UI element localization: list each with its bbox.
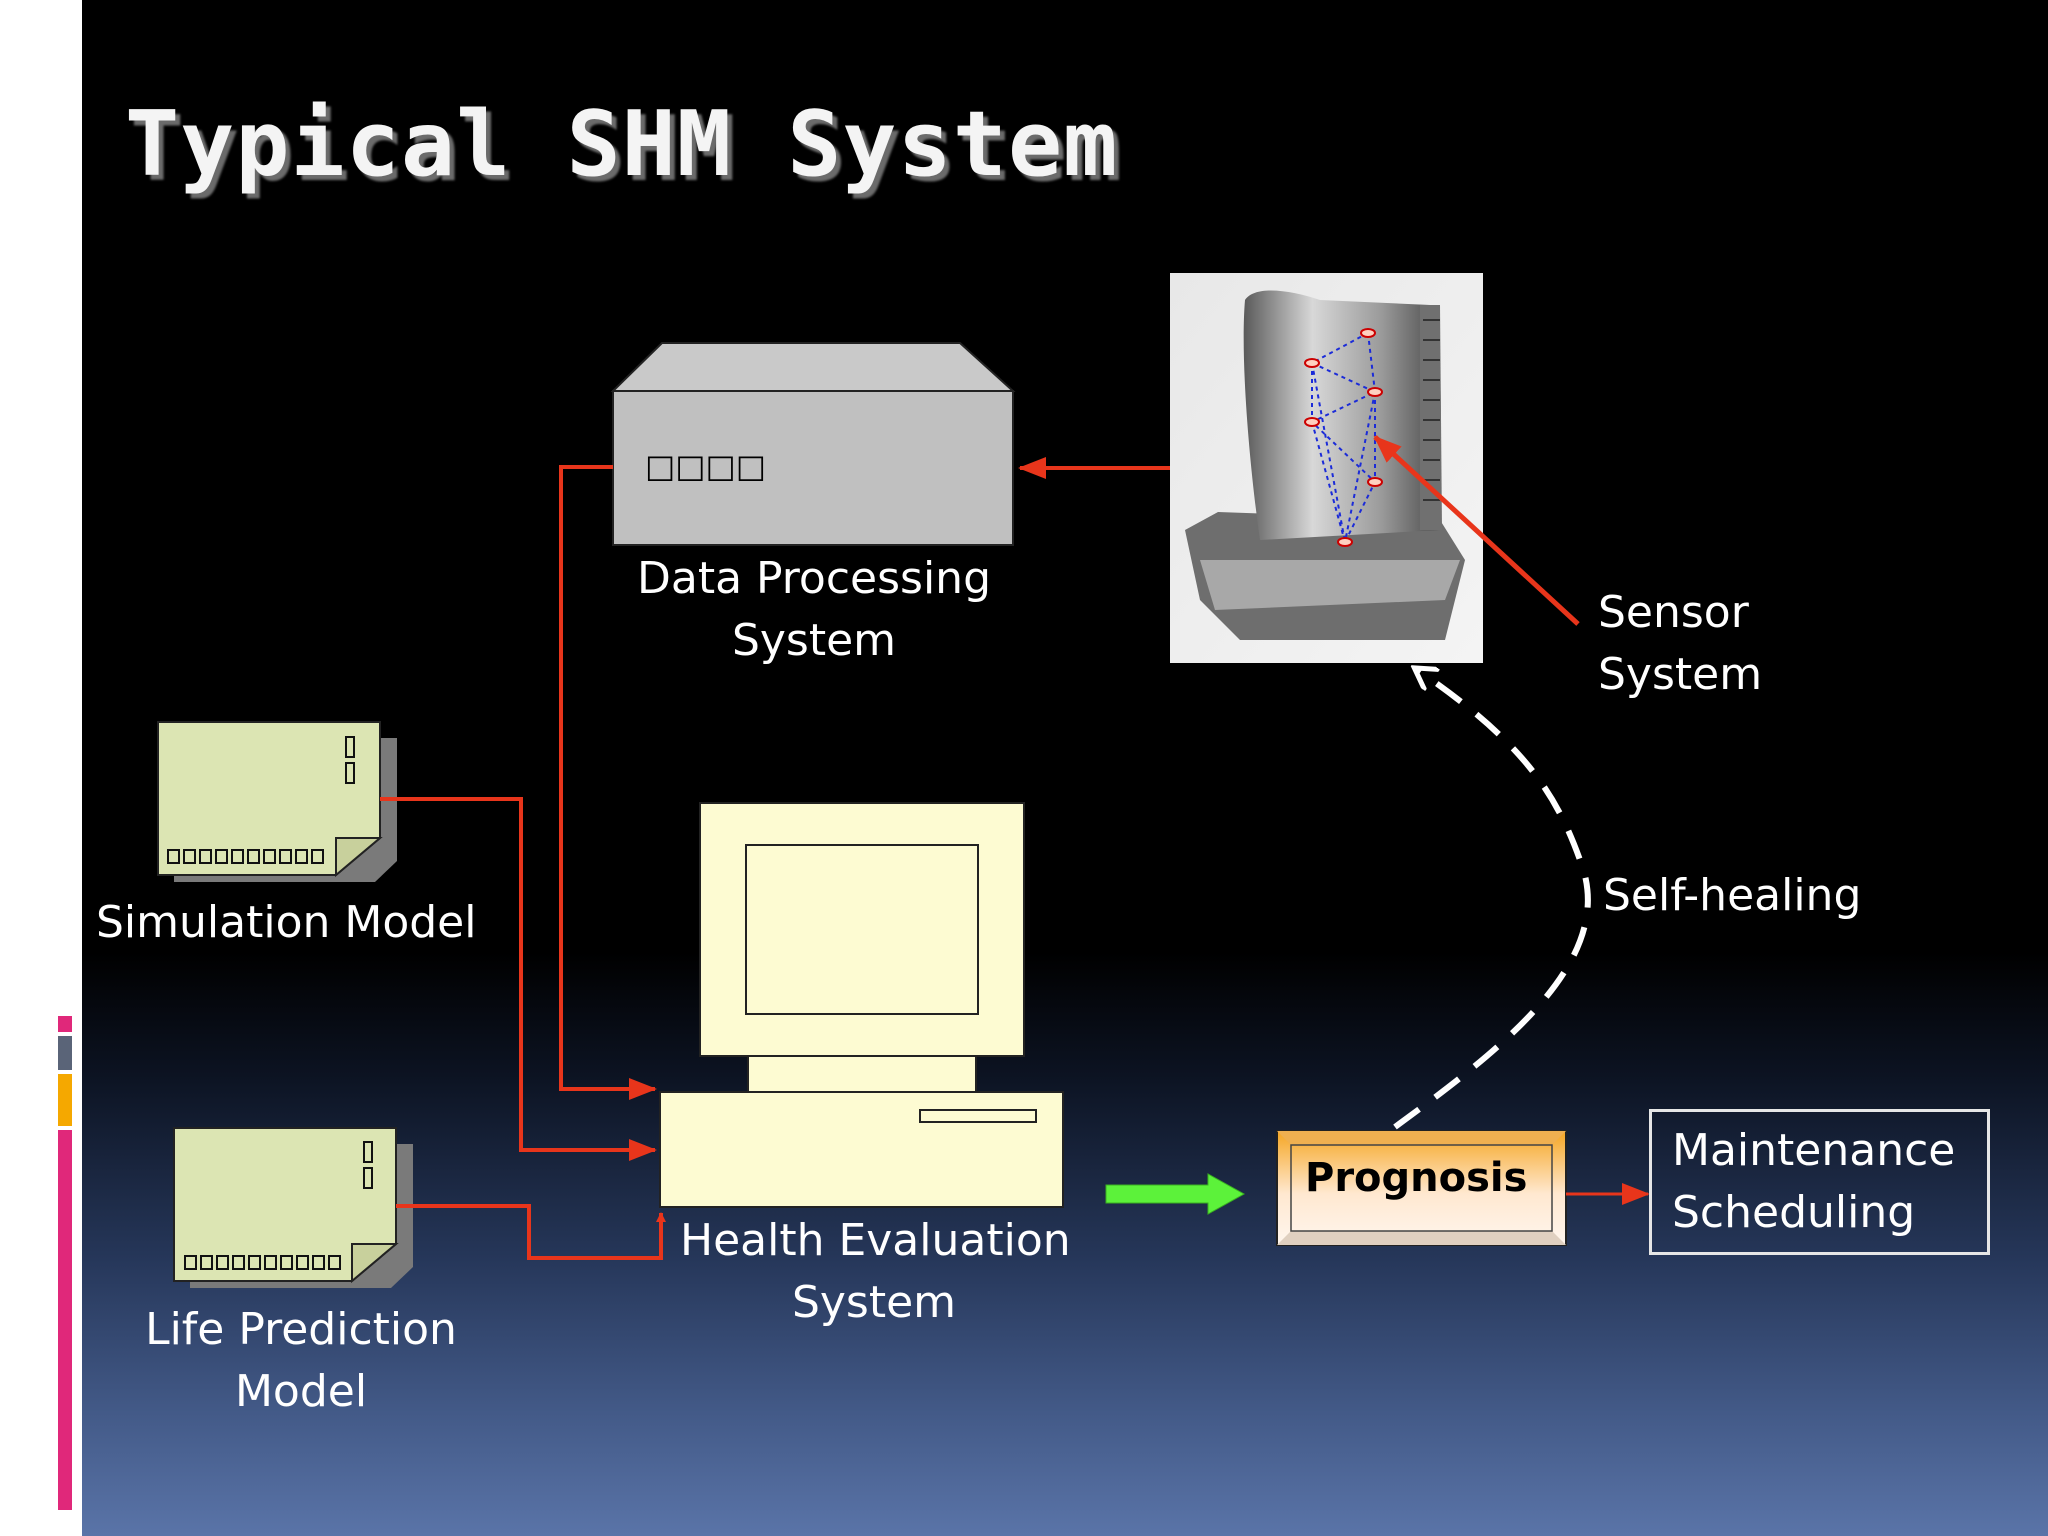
health-evaluation-line2: System	[791, 1277, 957, 1328]
sensor-system-label: Sensor System	[1598, 582, 1762, 706]
title-bars-icon	[48, 152, 78, 234]
life-prediction-line1: Life Prediction	[145, 1304, 457, 1355]
data-processing-line2: System	[731, 615, 897, 666]
turbine-blade-photo	[1170, 273, 1483, 663]
prognosis-label: Prognosis	[1305, 1155, 1528, 1201]
life-prediction-document-icon	[173, 1127, 413, 1288]
simulation-to-health-connector	[380, 797, 657, 1161]
sensor-line2: System	[1598, 649, 1763, 700]
health-evaluation-label: Health Evaluation System	[680, 1210, 1071, 1334]
slide-title: Typical SHM System	[125, 92, 1119, 197]
life-prediction-line2: Model	[234, 1366, 368, 1417]
maintenance-scheduling-label: Maintenance Scheduling	[1672, 1120, 1955, 1244]
left-accent-bars	[58, 1016, 72, 1510]
self-healing-dashed-arrow	[1393, 669, 1591, 1130]
simulation-document-icon	[157, 721, 397, 882]
health-evaluation-line1: Health Evaluation	[680, 1215, 1071, 1266]
data-processing-line1: Data Processing	[637, 553, 991, 604]
data-processing-label: Data Processing System	[633, 548, 995, 672]
life-prediction-to-health-connector	[396, 1204, 666, 1260]
dps-to-health-connector	[559, 465, 657, 1100]
slide-background	[82, 0, 2048, 1536]
server-panel-glyphs: □□□□	[645, 447, 766, 485]
connector-lines	[380, 465, 666, 1260]
maintenance-line1: Maintenance	[1672, 1125, 1956, 1176]
green-arrow-icon	[1105, 1173, 1246, 1215]
maintenance-scheduling-box	[1649, 1109, 1990, 1255]
life-prediction-label: Life Prediction Model	[130, 1299, 472, 1423]
simulation-model-label: Simulation Model	[96, 897, 477, 948]
maintenance-line2: Scheduling	[1672, 1187, 1916, 1238]
server-icon: □□□□	[610, 342, 1016, 546]
sensor-pointer-arrow	[1373, 435, 1580, 626]
computer-icon	[659, 802, 1064, 1208]
self-healing-label: Self-healing	[1603, 870, 1862, 921]
prognosis-box	[1276, 1130, 1567, 1246]
sensor-line1: Sensor	[1598, 587, 1749, 638]
